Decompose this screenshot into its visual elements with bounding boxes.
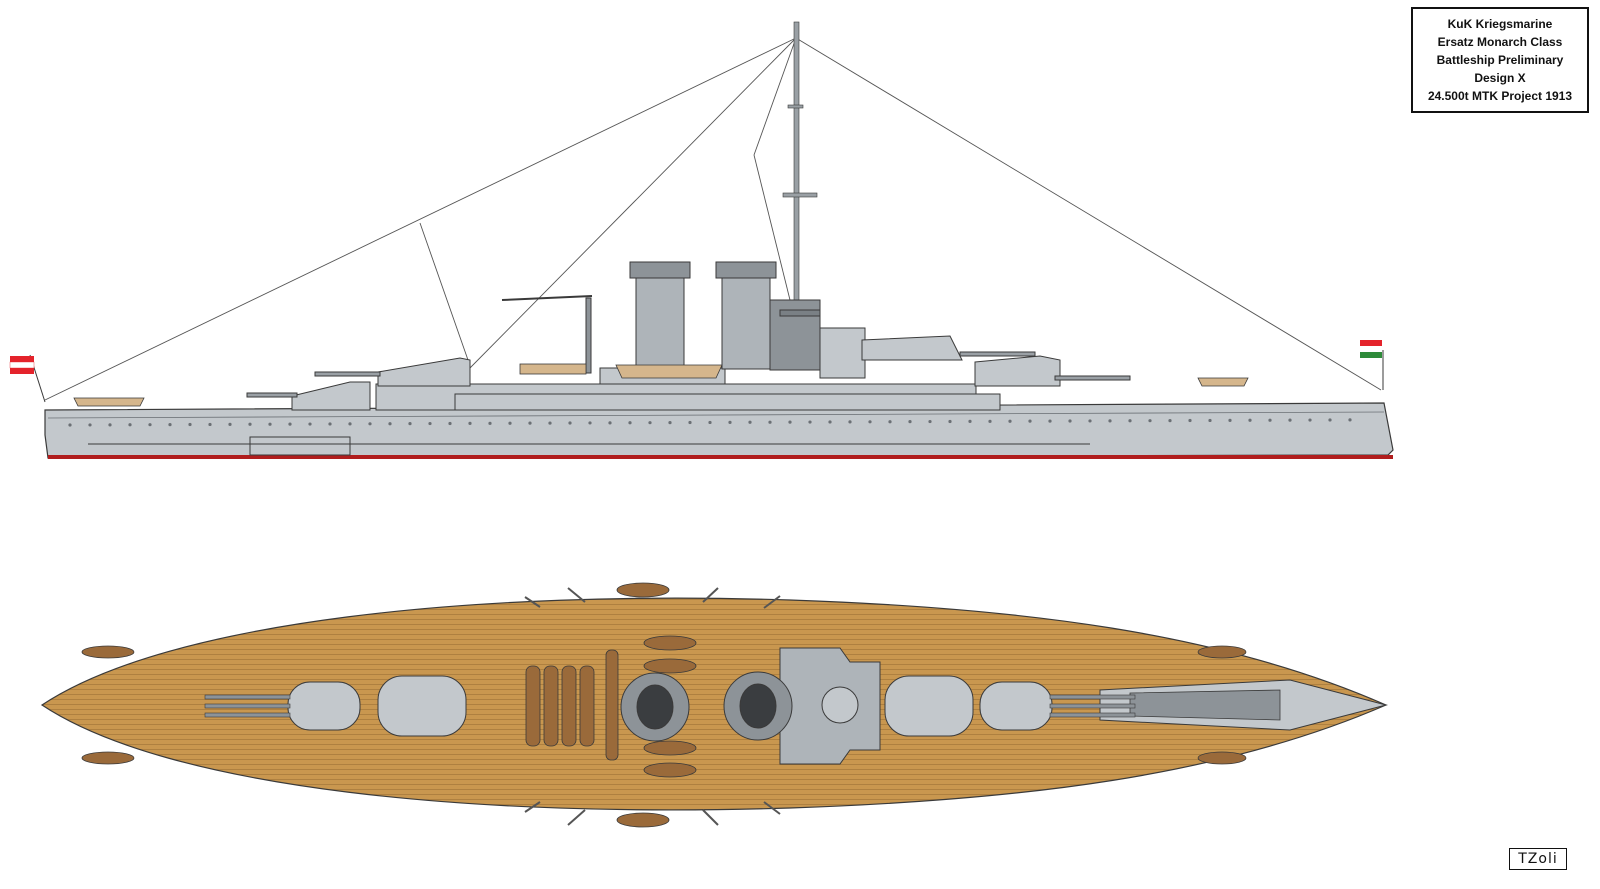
porthole (748, 420, 752, 424)
porthole (708, 420, 712, 425)
porthole (1108, 419, 1112, 423)
porthole (828, 420, 832, 424)
side-profile-view (9, 21, 1394, 459)
porthole (988, 419, 992, 423)
porthole (648, 421, 652, 425)
plan-gun-barrels (204, 694, 1136, 718)
portholes (68, 418, 1352, 427)
porthole (1328, 418, 1332, 422)
porthole (948, 419, 952, 424)
porthole (768, 420, 772, 424)
side-boats (73, 363, 1249, 407)
title-block: KuK Kriegsmarine Ersatz Monarch Class Ba… (1411, 7, 1589, 113)
porthole (1068, 419, 1072, 423)
porthole (268, 422, 272, 426)
porthole (1048, 419, 1052, 423)
title-line-type: Battleship Preliminary (1436, 53, 1564, 67)
porthole (1168, 419, 1172, 423)
title-line-project: 24.500t MTK Project 1913 (1427, 89, 1573, 103)
porthole (348, 422, 352, 426)
porthole (168, 423, 172, 427)
porthole (288, 422, 292, 426)
porthole (1008, 419, 1012, 423)
porthole (508, 421, 512, 425)
porthole (248, 422, 252, 426)
hull-side (44, 402, 1394, 459)
porthole (428, 421, 432, 426)
porthole (1088, 419, 1092, 423)
porthole (328, 422, 332, 426)
porthole (108, 423, 112, 427)
stern-flag (9, 354, 46, 403)
porthole (1308, 418, 1312, 422)
porthole (848, 420, 852, 424)
top-plan-view (40, 582, 1388, 828)
porthole (1208, 418, 1212, 423)
porthole (228, 422, 232, 426)
title-line-navy: KuK Kriegsmarine (1447, 17, 1553, 31)
rigging-lines (44, 37, 1382, 401)
porthole (688, 420, 692, 425)
porthole (388, 422, 392, 426)
artist-signature: TZoli (1509, 848, 1567, 870)
porthole (1128, 419, 1132, 423)
porthole (968, 419, 972, 423)
porthole (448, 421, 452, 426)
porthole (1228, 418, 1232, 422)
porthole (128, 423, 132, 427)
porthole (88, 423, 92, 427)
porthole (728, 420, 732, 424)
main-mast (782, 21, 818, 313)
porthole (68, 423, 72, 427)
porthole (148, 423, 152, 427)
plan-boats (81, 582, 1247, 828)
porthole (308, 422, 312, 426)
porthole (1188, 418, 1192, 423)
side-turrets (246, 335, 1131, 411)
porthole (548, 421, 552, 425)
superstructure (375, 261, 1001, 411)
bow-flag (1360, 340, 1384, 390)
porthole (208, 422, 212, 427)
porthole (908, 420, 912, 424)
porthole (1348, 418, 1352, 422)
title-line-class: Ersatz Monarch Class (1437, 35, 1563, 49)
porthole (1268, 418, 1272, 422)
porthole (588, 421, 592, 425)
porthole (1288, 418, 1292, 422)
title-line-design: Design X (1474, 71, 1526, 85)
porthole (888, 420, 892, 424)
porthole (468, 421, 472, 425)
porthole (808, 420, 812, 424)
plan-superstructure (620, 647, 881, 765)
signature-text: TZoli (1518, 851, 1558, 867)
porthole (528, 421, 532, 425)
plan-secondary-guns (524, 587, 781, 826)
porthole (608, 421, 612, 425)
porthole (1148, 419, 1152, 423)
porthole (488, 421, 492, 425)
porthole (1028, 419, 1032, 423)
porthole (788, 420, 792, 424)
porthole (868, 420, 872, 424)
porthole (408, 422, 412, 426)
porthole (1248, 418, 1252, 422)
porthole (628, 421, 632, 425)
porthole (668, 421, 672, 425)
porthole (368, 422, 372, 426)
porthole (928, 419, 932, 424)
porthole (568, 421, 572, 425)
porthole (188, 422, 192, 427)
